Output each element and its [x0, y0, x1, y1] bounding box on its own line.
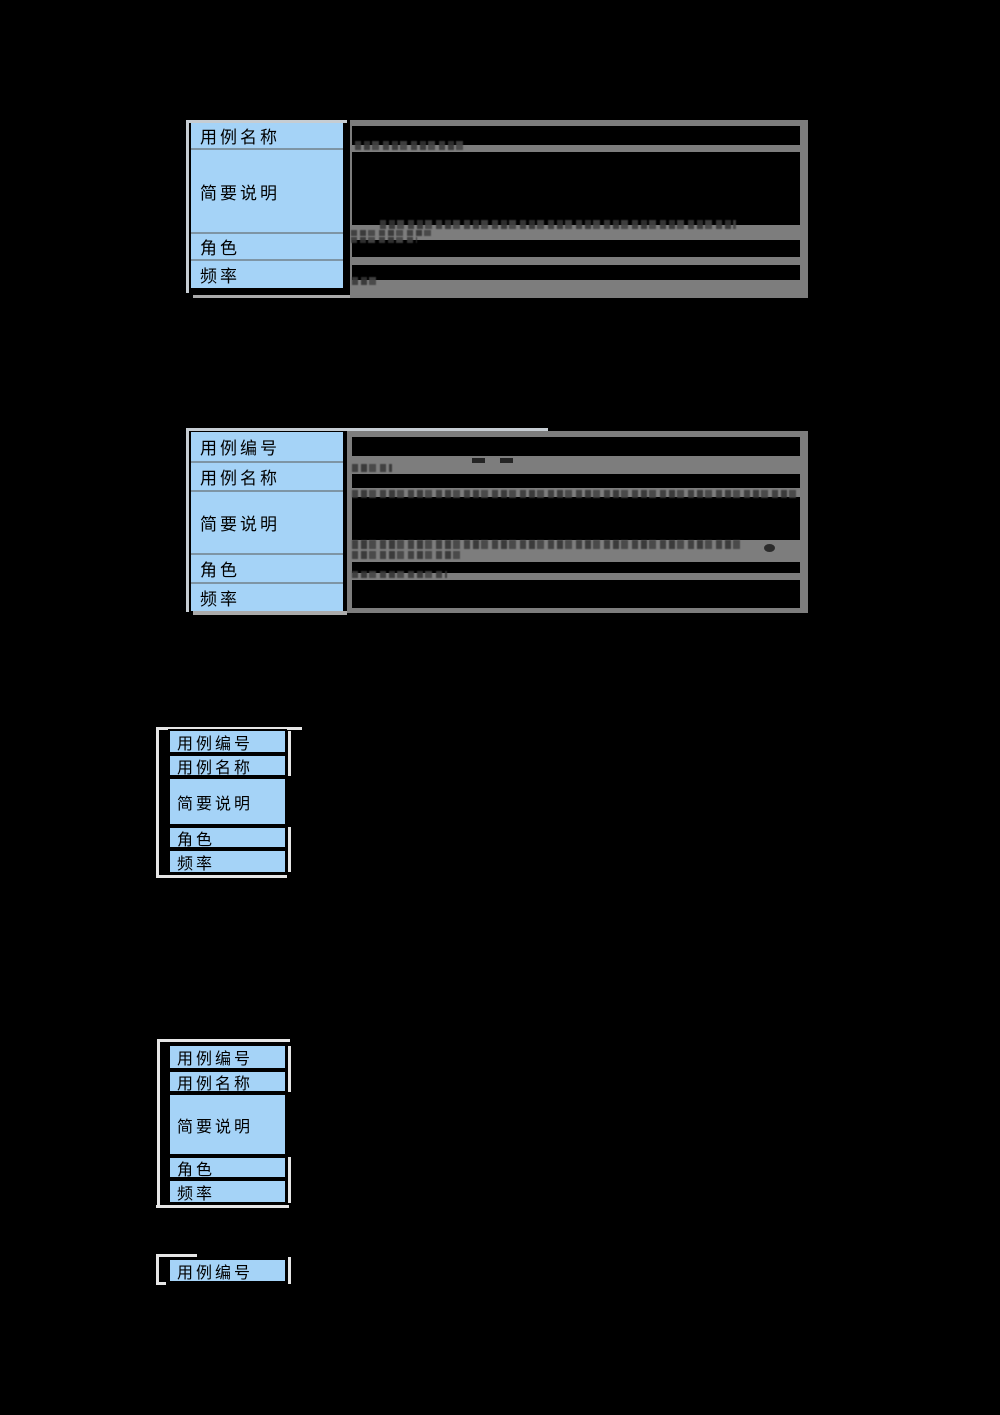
row-header-cell: 用例名称 [191, 461, 343, 490]
content-cell [352, 437, 800, 456]
illegible-text-fragment [764, 544, 775, 552]
table-border-line [156, 1254, 159, 1285]
content-cell [352, 474, 800, 488]
row-header-cell: 用例名称 [191, 123, 343, 148]
row-header-cell: 简要说明 [168, 1093, 287, 1156]
table-border-line [186, 428, 548, 431]
table-border-line [288, 1046, 291, 1092]
illegible-text-fragment [351, 237, 417, 243]
content-cell [352, 265, 800, 280]
table-1-content-area [350, 120, 808, 295]
row-header-cell: 用例名称 [168, 754, 287, 777]
table-border-line [288, 1157, 291, 1203]
illegible-text-fragment [355, 141, 463, 150]
illegible-text-fragment [380, 220, 736, 229]
content-cell [352, 152, 800, 225]
table-3-label-column: 用例编号 用例名称 简要说明 角色 频率 [168, 729, 287, 874]
row-header-cell: 用例编号 [168, 1044, 287, 1070]
table-border-line [156, 727, 302, 730]
table-2-label-column: 用例编号 用例名称 简要说明 角色 频率 [191, 432, 343, 611]
row-header-cell: 频率 [191, 259, 343, 288]
row-header-cell: 用例编号 [168, 729, 287, 754]
table-border-line [156, 1282, 166, 1285]
row-header-cell: 简要说明 [191, 148, 343, 232]
table-border-line [156, 1205, 289, 1208]
content-cell [352, 580, 800, 608]
content-cell [352, 562, 800, 573]
table-border-line [156, 1254, 197, 1257]
row-header-cell: 角色 [191, 232, 343, 259]
illegible-text-fragment [352, 277, 378, 285]
table-border-line [288, 827, 291, 872]
illegible-text-fragment [352, 490, 797, 498]
table-border-line [186, 120, 347, 123]
table-border-line [193, 611, 347, 615]
row-header-cell: 频率 [168, 1179, 287, 1204]
row-header-cell: 用例名称 [168, 1070, 287, 1093]
table-border-line [350, 295, 808, 298]
row-header-cell: 频率 [191, 582, 343, 611]
row-header-cell: 用例编号 [168, 1258, 287, 1283]
table-border-line [157, 1039, 160, 1208]
illegible-text-fragment [351, 230, 435, 236]
table-2-content-area [347, 431, 808, 613]
table-border-line [186, 120, 189, 293]
illegible-text-fragment [352, 464, 392, 472]
row-header-cell: 用例编号 [191, 432, 343, 461]
content-cell [352, 240, 800, 257]
illegible-text-fragment [472, 458, 485, 463]
table-border-line [156, 727, 159, 878]
table-border-line [186, 428, 189, 612]
table-border-line [288, 731, 291, 776]
row-header-cell: 角色 [168, 826, 287, 849]
row-header-cell: 简要说明 [168, 777, 287, 826]
table-border-line [157, 1039, 290, 1042]
table-border-line [193, 295, 350, 298]
table-border-line [156, 875, 287, 878]
row-header-cell: 角色 [168, 1156, 287, 1179]
illegible-text-fragment [500, 458, 513, 463]
illegible-text-fragment [352, 551, 462, 559]
illegible-text-fragment [352, 571, 447, 578]
illegible-text-fragment [352, 540, 742, 549]
row-header-cell: 简要说明 [191, 490, 343, 553]
table-border-line [288, 1257, 291, 1284]
table-1-label-column: 用例名称 简要说明 角色 频率 [191, 123, 343, 288]
content-cell [352, 126, 800, 145]
row-header-cell: 角色 [191, 553, 343, 582]
table-4-label-column: 用例编号 用例名称 简要说明 角色 频率 [168, 1044, 287, 1204]
row-header-cell: 频率 [168, 849, 287, 874]
content-cell [352, 497, 800, 540]
